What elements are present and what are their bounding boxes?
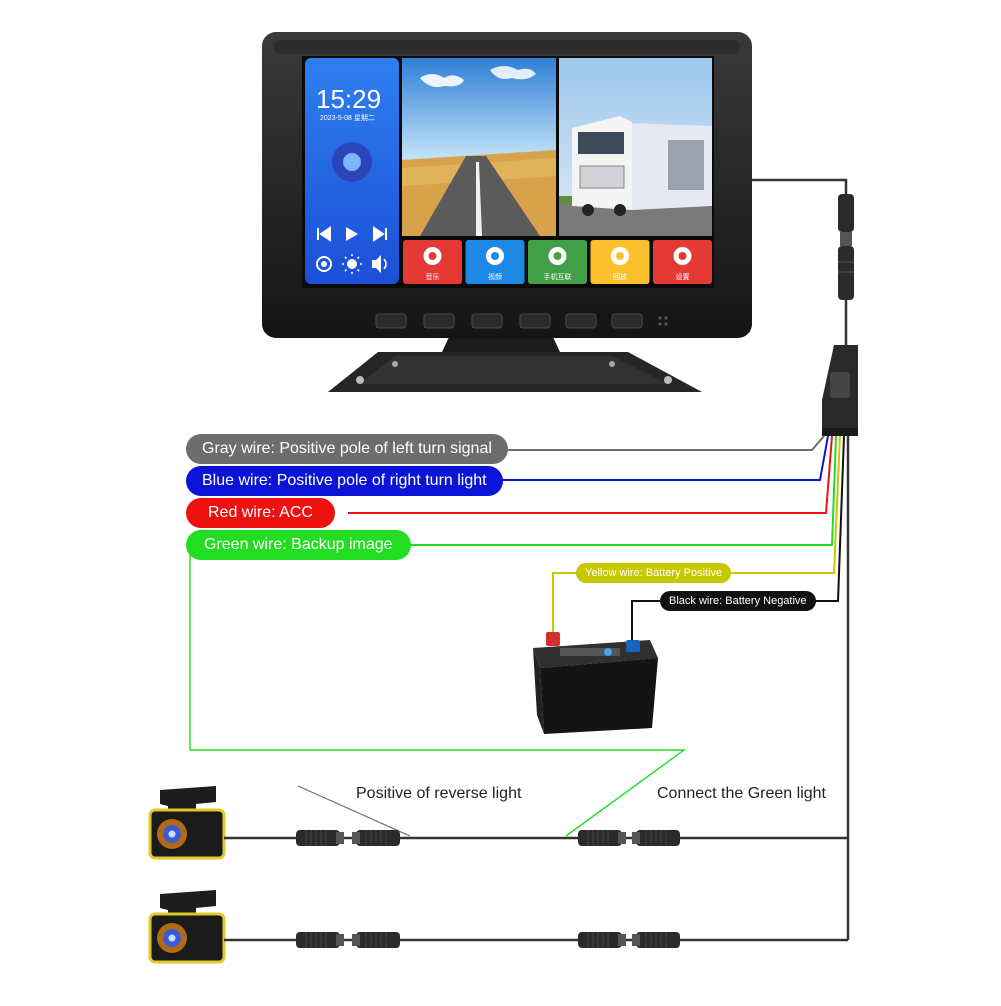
aviation-connector (296, 830, 344, 846)
date: 2023-5-08 星期二 (320, 115, 375, 122)
app-tile-label: 回放 (613, 272, 627, 281)
aviation-connector (632, 932, 680, 948)
aviation-connector (352, 830, 400, 846)
green-light-caption: Connect the Green light (657, 785, 826, 802)
volume-icon[interactable] (372, 255, 381, 273)
aviation-connector (296, 932, 344, 948)
backup-camera-2 (148, 890, 226, 964)
red-wire (348, 435, 833, 514)
monitor-sunshade (274, 40, 740, 54)
hardware-button-2[interactable] (423, 313, 455, 329)
brightness-icon[interactable] (347, 259, 357, 269)
black-wire-label: Black wire: Battery Negative (660, 591, 816, 611)
play-icon[interactable] (346, 227, 358, 241)
app-tile-3[interactable]: 手机互联 (528, 240, 587, 284)
car-battery (533, 632, 658, 734)
aviation-connector (578, 830, 626, 846)
app-tile-label: 手机互联 (544, 272, 572, 281)
app-tile-label: 设置 (676, 272, 690, 281)
aviation-connectors (296, 830, 680, 948)
battery-negative-terminal (626, 640, 640, 652)
aviation-connector (632, 830, 680, 846)
next-track-icon[interactable] (373, 226, 387, 242)
gray-wire (480, 435, 825, 451)
app-tile-1[interactable]: 音乐 (403, 240, 462, 284)
app-tile-2[interactable]: 视频 (465, 240, 525, 284)
yellow-batt-wire (552, 572, 578, 636)
monitor-hardware-buttons (375, 313, 668, 329)
backup-camera-1 (148, 786, 226, 860)
reverse-light-caption: Positive of reverse light (356, 785, 522, 802)
app-tile-4[interactable]: 回放 (590, 240, 650, 284)
hardware-button-4[interactable] (519, 313, 551, 329)
speaker-grille (658, 316, 668, 326)
camera-cables (224, 836, 848, 942)
truck-camera-view (559, 58, 712, 236)
aviation-connector (352, 932, 400, 948)
monitor-cable (752, 178, 848, 345)
app-tile-5[interactable]: 设置 (653, 240, 712, 284)
green-wire-label: Green wire: Backup image (186, 530, 411, 560)
hardware-button-1[interactable] (375, 313, 407, 329)
blue-wire (480, 435, 829, 481)
monitor: 音乐 视频 手机互联 回放 设置 (262, 32, 752, 392)
monitor-stand-neck (442, 335, 560, 352)
green-down-wire (189, 545, 687, 837)
battery-positive-terminal (546, 632, 560, 646)
black-batt-wire (631, 600, 660, 646)
monitor-cable-connector (838, 194, 854, 300)
red-wire-label: Red wire: ACC (186, 498, 335, 528)
record-icon[interactable] (316, 256, 332, 272)
yellow-wire-label: Yellow wire: Battery Positive (576, 563, 732, 583)
blue-wire-label: Blue wire: Positive pole of right turn l… (186, 466, 503, 496)
hardware-button-6[interactable] (611, 313, 643, 329)
app-tile-bar: 音乐 视频 手机互联 回放 设置 (403, 240, 712, 284)
hardware-button-3[interactable] (471, 313, 503, 329)
yellow-wire (714, 435, 841, 574)
gray-wire-label: Gray wire: Positive pole of left turn si… (186, 434, 508, 464)
clock: 15:29 (316, 84, 382, 114)
aviation-connector (578, 932, 626, 948)
app-tile-label: 音乐 (426, 272, 440, 281)
reverse-light-wire (297, 785, 411, 837)
hardware-button-5[interactable] (565, 313, 597, 329)
fuse-holder (822, 345, 858, 436)
app-tile-label: 视频 (488, 272, 502, 281)
previous-track-icon[interactable] (317, 226, 331, 242)
green-wire (400, 435, 837, 546)
road-camera-view (402, 58, 556, 236)
